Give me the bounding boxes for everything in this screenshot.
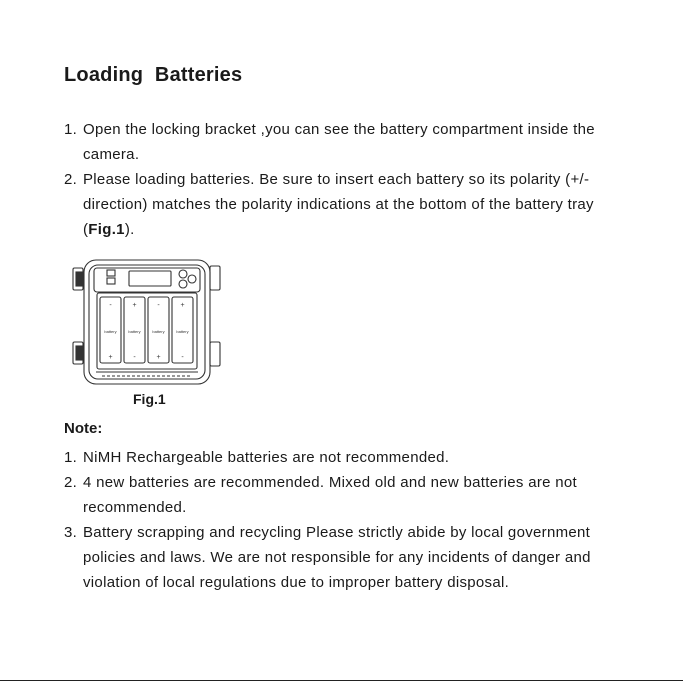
camera-body (83, 259, 211, 385)
button-icon (178, 269, 188, 279)
button-icon (178, 279, 188, 289)
battery-3 (147, 296, 170, 364)
hinge-top-left (72, 267, 84, 291)
battery-compartment-illustration: - battery + + battery - - battery + + ba… (72, 259, 221, 385)
battery-1-label: battery (104, 329, 116, 334)
step-number: 2. (64, 171, 78, 188)
battery-2 (123, 296, 146, 364)
battery-2-plus: + (132, 302, 136, 309)
battery-4-minus: - (181, 354, 184, 361)
step-item: 1. Open the locking bracket ,you can see… (64, 117, 644, 167)
note-text: Battery scrapping and recycling Please s… (83, 524, 591, 591)
note-item: 1. NiMH Rechargeable batteries are not r… (64, 445, 644, 470)
switch-icon (106, 269, 116, 277)
note-heading: Note: (64, 420, 103, 437)
battery-3-minus: - (157, 302, 160, 309)
latch-top-right (209, 265, 221, 291)
instruction-steps: 1. Open the locking bracket ,you can see… (64, 117, 644, 242)
step-text-end: ). (124, 221, 135, 238)
battery-1-minus: - (109, 302, 112, 309)
battery-2-label: battery (128, 329, 140, 334)
battery-2-minus: - (133, 354, 136, 361)
battery-4-label: battery (176, 329, 188, 334)
switch-icon (106, 277, 116, 285)
figure-caption: Fig.1 (133, 391, 166, 407)
note-item: 2. 4 new batteries are recommended. Mixe… (64, 470, 644, 520)
page-bottom-rule (0, 680, 683, 681)
control-panel (93, 267, 201, 293)
battery-3-label: battery (152, 329, 164, 334)
battery-tray (96, 292, 198, 370)
step-text: Open the locking bracket ,you can see th… (83, 121, 595, 163)
note-item: 3. Battery scrapping and recycling Pleas… (64, 520, 644, 595)
hinge-bottom-left (72, 341, 84, 365)
figure-reference: Fig.1 (88, 221, 125, 238)
battery-3-plus: + (156, 354, 160, 361)
latch-bottom-right (209, 341, 221, 367)
hinge-clip-bottom (75, 345, 83, 361)
note-number: 3. (64, 524, 78, 541)
battery-4-plus: + (180, 302, 184, 309)
step-number: 1. (64, 121, 78, 138)
note-number: 2. (64, 474, 78, 491)
battery-4 (171, 296, 194, 364)
battery-1-plus: + (108, 354, 112, 361)
note-text: 4 new batteries are recommended. Mixed o… (83, 474, 577, 516)
step-item: 2. Please loading batteries. Be sure to … (64, 167, 644, 242)
hinge-clip-top (75, 271, 83, 287)
camera-inner-frame (88, 264, 206, 380)
page-title: Loading Batteries (64, 64, 243, 86)
lcd-screen (128, 270, 172, 287)
notes-list: 1. NiMH Rechargeable batteries are not r… (64, 445, 644, 595)
note-number: 1. (64, 449, 78, 466)
note-text: NiMH Rechargeable batteries are not reco… (83, 449, 450, 466)
step-text: Please loading batteries. Be sure to ins… (83, 171, 594, 238)
battery-1 (99, 296, 122, 364)
button-icon (187, 274, 197, 284)
